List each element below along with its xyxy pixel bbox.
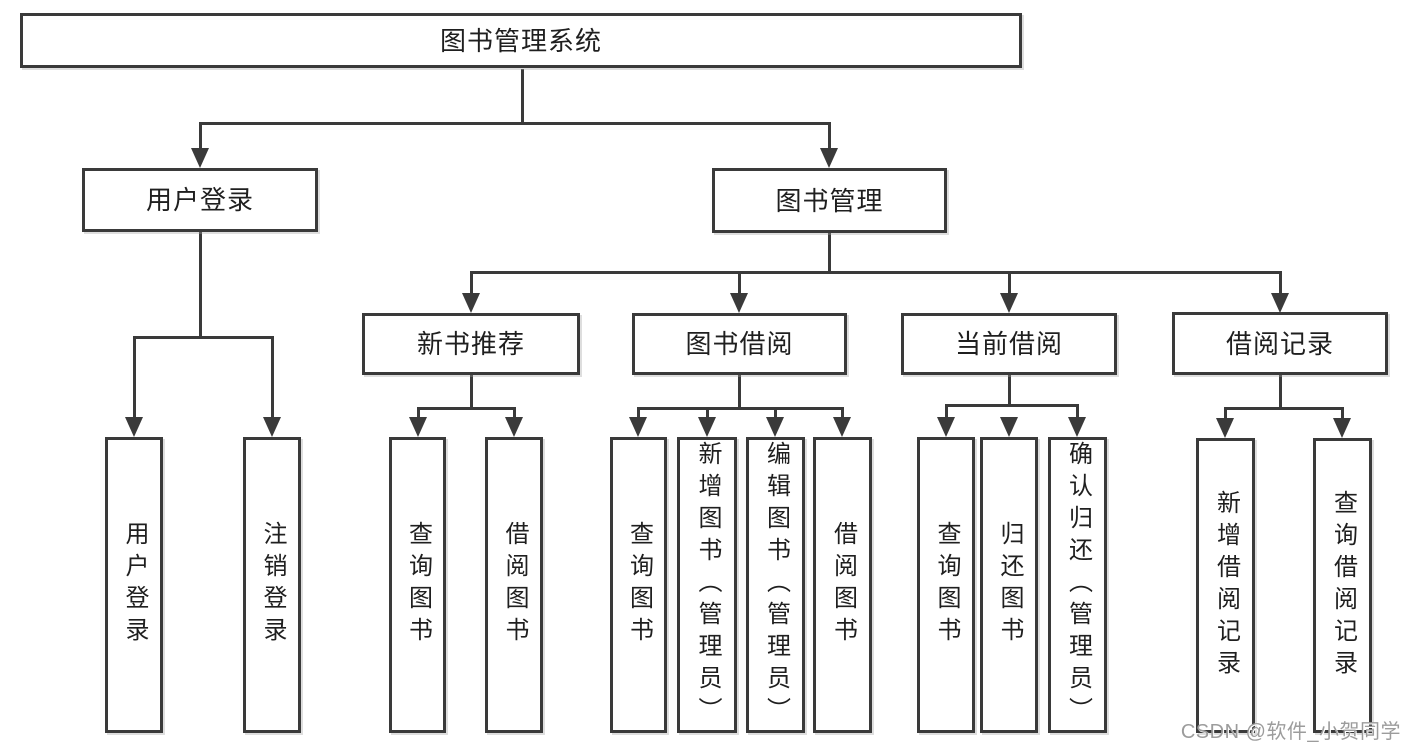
connector-vline bbox=[706, 407, 709, 417]
leaf-borrow-books-label: 借阅图书 bbox=[829, 521, 857, 649]
leaf-logout: 注销登录 bbox=[243, 437, 301, 733]
connector-vline bbox=[637, 407, 640, 417]
connector-vline bbox=[1008, 375, 1011, 404]
arrowhead-down-icon bbox=[1000, 293, 1018, 313]
leaf-confirm-return-admin: 确认归还（管理员） bbox=[1048, 437, 1107, 733]
connector-hline bbox=[199, 122, 831, 125]
arrowhead-down-icon bbox=[462, 293, 480, 313]
connector-hline bbox=[945, 404, 1079, 407]
arrowhead-down-icon bbox=[730, 293, 748, 313]
connector-vline bbox=[841, 407, 844, 417]
connector-vline bbox=[828, 233, 831, 271]
arrowhead-down-icon bbox=[1068, 417, 1086, 437]
connector-vline bbox=[1076, 404, 1079, 417]
connector-vline bbox=[513, 407, 516, 417]
arrowhead-down-icon bbox=[937, 417, 955, 437]
node-book-management: 图书管理 bbox=[712, 168, 947, 233]
leaf-user-login-label: 用户登录 bbox=[121, 521, 148, 649]
arrowhead-down-icon bbox=[409, 417, 427, 437]
connector-vline bbox=[738, 375, 741, 407]
node-book-management-label: 图书管理 bbox=[775, 185, 884, 216]
arrowhead-down-icon bbox=[833, 417, 851, 437]
connector-vline bbox=[945, 404, 948, 417]
leaf-add-book-admin: 新增图书（管理员） bbox=[677, 437, 737, 733]
connector-hline bbox=[637, 407, 844, 410]
connector-vline bbox=[470, 271, 473, 293]
leaf-logout-label: 注销登录 bbox=[259, 521, 286, 649]
leaf-borrow-books: 借阅图书 bbox=[813, 437, 872, 733]
node-root-label: 图书管理系统 bbox=[439, 25, 602, 56]
connector-vline bbox=[133, 336, 136, 417]
leaf-query-books-current: 查询图书 bbox=[917, 437, 975, 733]
connector-vline bbox=[774, 407, 777, 417]
node-new-book-recommend-label: 新书推荐 bbox=[416, 329, 525, 359]
leaf-add-borrow-record-label: 新增借阅记录 bbox=[1212, 489, 1240, 682]
arrowhead-down-icon bbox=[125, 417, 143, 437]
leaf-query-books-borrow: 查询图书 bbox=[610, 437, 667, 733]
connector-vline bbox=[199, 232, 202, 336]
leaf-edit-book-admin-label: 编辑图书（管理员） bbox=[762, 441, 790, 729]
leaf-add-book-admin-label: 新增图书（管理员） bbox=[694, 441, 721, 729]
connector-vline bbox=[417, 407, 420, 417]
arrowhead-down-icon bbox=[820, 148, 838, 168]
connector-vline bbox=[271, 336, 274, 417]
connector-hline bbox=[417, 407, 516, 410]
leaf-borrow-books-recommend-label: 借阅图书 bbox=[501, 521, 528, 649]
connector-vline bbox=[1008, 271, 1011, 293]
node-user-login-label: 用户登录 bbox=[145, 185, 254, 215]
leaf-return-book: 归还图书 bbox=[980, 437, 1038, 733]
arrowhead-down-icon bbox=[1333, 418, 1351, 438]
connector-vline bbox=[199, 122, 202, 148]
leaf-query-borrow-record-label: 查询借阅记录 bbox=[1329, 489, 1357, 682]
arrowhead-down-icon bbox=[1000, 417, 1018, 437]
arrowhead-down-icon bbox=[698, 417, 716, 437]
leaf-return-book-label: 归还图书 bbox=[996, 521, 1023, 649]
connector-vline bbox=[1341, 407, 1344, 418]
connector-vline bbox=[1224, 407, 1227, 418]
leaf-confirm-return-admin-label: 确认归还（管理员） bbox=[1064, 441, 1092, 729]
leaf-edit-book-admin: 编辑图书（管理员） bbox=[746, 437, 805, 733]
node-user-login: 用户登录 bbox=[82, 168, 318, 232]
node-book-borrow: 图书借阅 bbox=[632, 313, 847, 375]
connector-vline bbox=[470, 375, 473, 407]
leaf-query-books-borrow-label: 查询图书 bbox=[625, 521, 653, 649]
connector-vline bbox=[521, 69, 524, 122]
leaf-query-borrow-record: 查询借阅记录 bbox=[1313, 438, 1372, 733]
connector-vline bbox=[738, 271, 741, 293]
node-current-borrow: 当前借阅 bbox=[901, 313, 1117, 375]
connector-hline bbox=[133, 336, 274, 339]
arrowhead-down-icon bbox=[629, 417, 647, 437]
connector-vline bbox=[1279, 375, 1282, 407]
arrowhead-down-icon bbox=[1271, 293, 1289, 313]
leaf-user-login: 用户登录 bbox=[105, 437, 163, 733]
arrowhead-down-icon bbox=[1216, 418, 1234, 438]
node-root: 图书管理系统 bbox=[20, 13, 1022, 68]
arrowhead-down-icon bbox=[191, 148, 209, 168]
node-current-borrow-label: 当前借阅 bbox=[954, 329, 1063, 359]
node-new-book-recommend: 新书推荐 bbox=[362, 313, 580, 375]
leaf-query-books-current-label: 查询图书 bbox=[933, 521, 960, 649]
arrowhead-down-icon bbox=[766, 417, 784, 437]
connector-vline bbox=[1279, 271, 1282, 293]
node-borrow-records: 借阅记录 bbox=[1172, 312, 1388, 375]
leaf-add-borrow-record: 新增借阅记录 bbox=[1196, 438, 1255, 733]
connector-hline bbox=[470, 271, 1282, 274]
arrowhead-down-icon bbox=[505, 417, 523, 437]
node-book-borrow-label: 图书借阅 bbox=[685, 329, 794, 359]
connector-vline bbox=[828, 122, 831, 148]
node-borrow-records-label: 借阅记录 bbox=[1225, 328, 1334, 359]
leaf-borrow-books-recommend: 借阅图书 bbox=[485, 437, 543, 733]
leaf-query-books-recommend: 查询图书 bbox=[389, 437, 446, 733]
leaf-query-books-recommend-label: 查询图书 bbox=[404, 521, 432, 649]
arrowhead-down-icon bbox=[263, 417, 281, 437]
connector-hline bbox=[1224, 407, 1344, 410]
watermark: CSDN @软件_小贺同学 bbox=[1180, 721, 1401, 743]
